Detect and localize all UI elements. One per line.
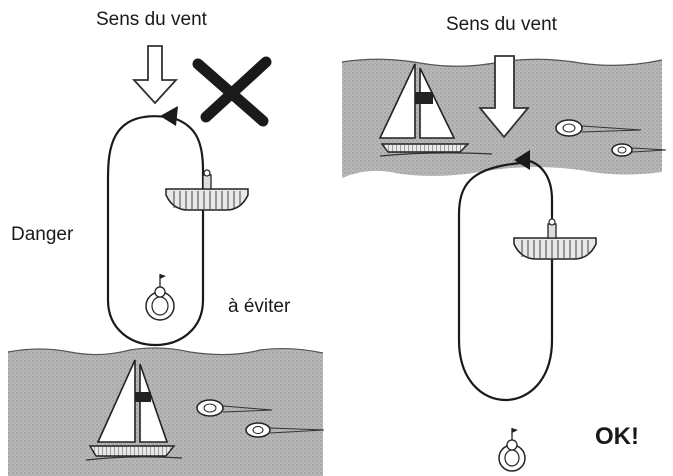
loop-arrowhead-icon — [160, 106, 178, 126]
person-in-water-icon — [196, 399, 273, 417]
avoid-label: à éviter — [228, 296, 291, 317]
ok-label: OK! — [595, 423, 639, 450]
left-panel — [7, 45, 325, 476]
approach-loop-path — [457, 150, 554, 402]
sailboat-icon — [378, 63, 493, 157]
swimmer-icon — [145, 274, 175, 321]
x-mark-icon — [192, 56, 272, 127]
right-panel — [341, 55, 667, 472]
swimmer-icon — [498, 428, 526, 472]
wind-arrow-icon — [478, 55, 530, 139]
person-in-water-icon — [245, 422, 325, 438]
water-area-left — [7, 347, 324, 476]
approach-loop-path — [106, 106, 205, 346]
wind-direction-label-right: Sens du vent — [446, 14, 557, 35]
rescue-boat-icon — [165, 169, 249, 211]
sailboat-icon — [85, 359, 183, 461]
person-in-water-icon — [611, 143, 667, 157]
loop-arrowhead-icon — [514, 150, 530, 170]
person-in-water-icon — [555, 119, 642, 137]
wind-direction-label-left: Sens du vent — [96, 9, 207, 30]
danger-label: Danger — [11, 224, 74, 245]
rescue-boat-icon — [513, 218, 597, 260]
wind-arrow-icon — [131, 45, 179, 105]
